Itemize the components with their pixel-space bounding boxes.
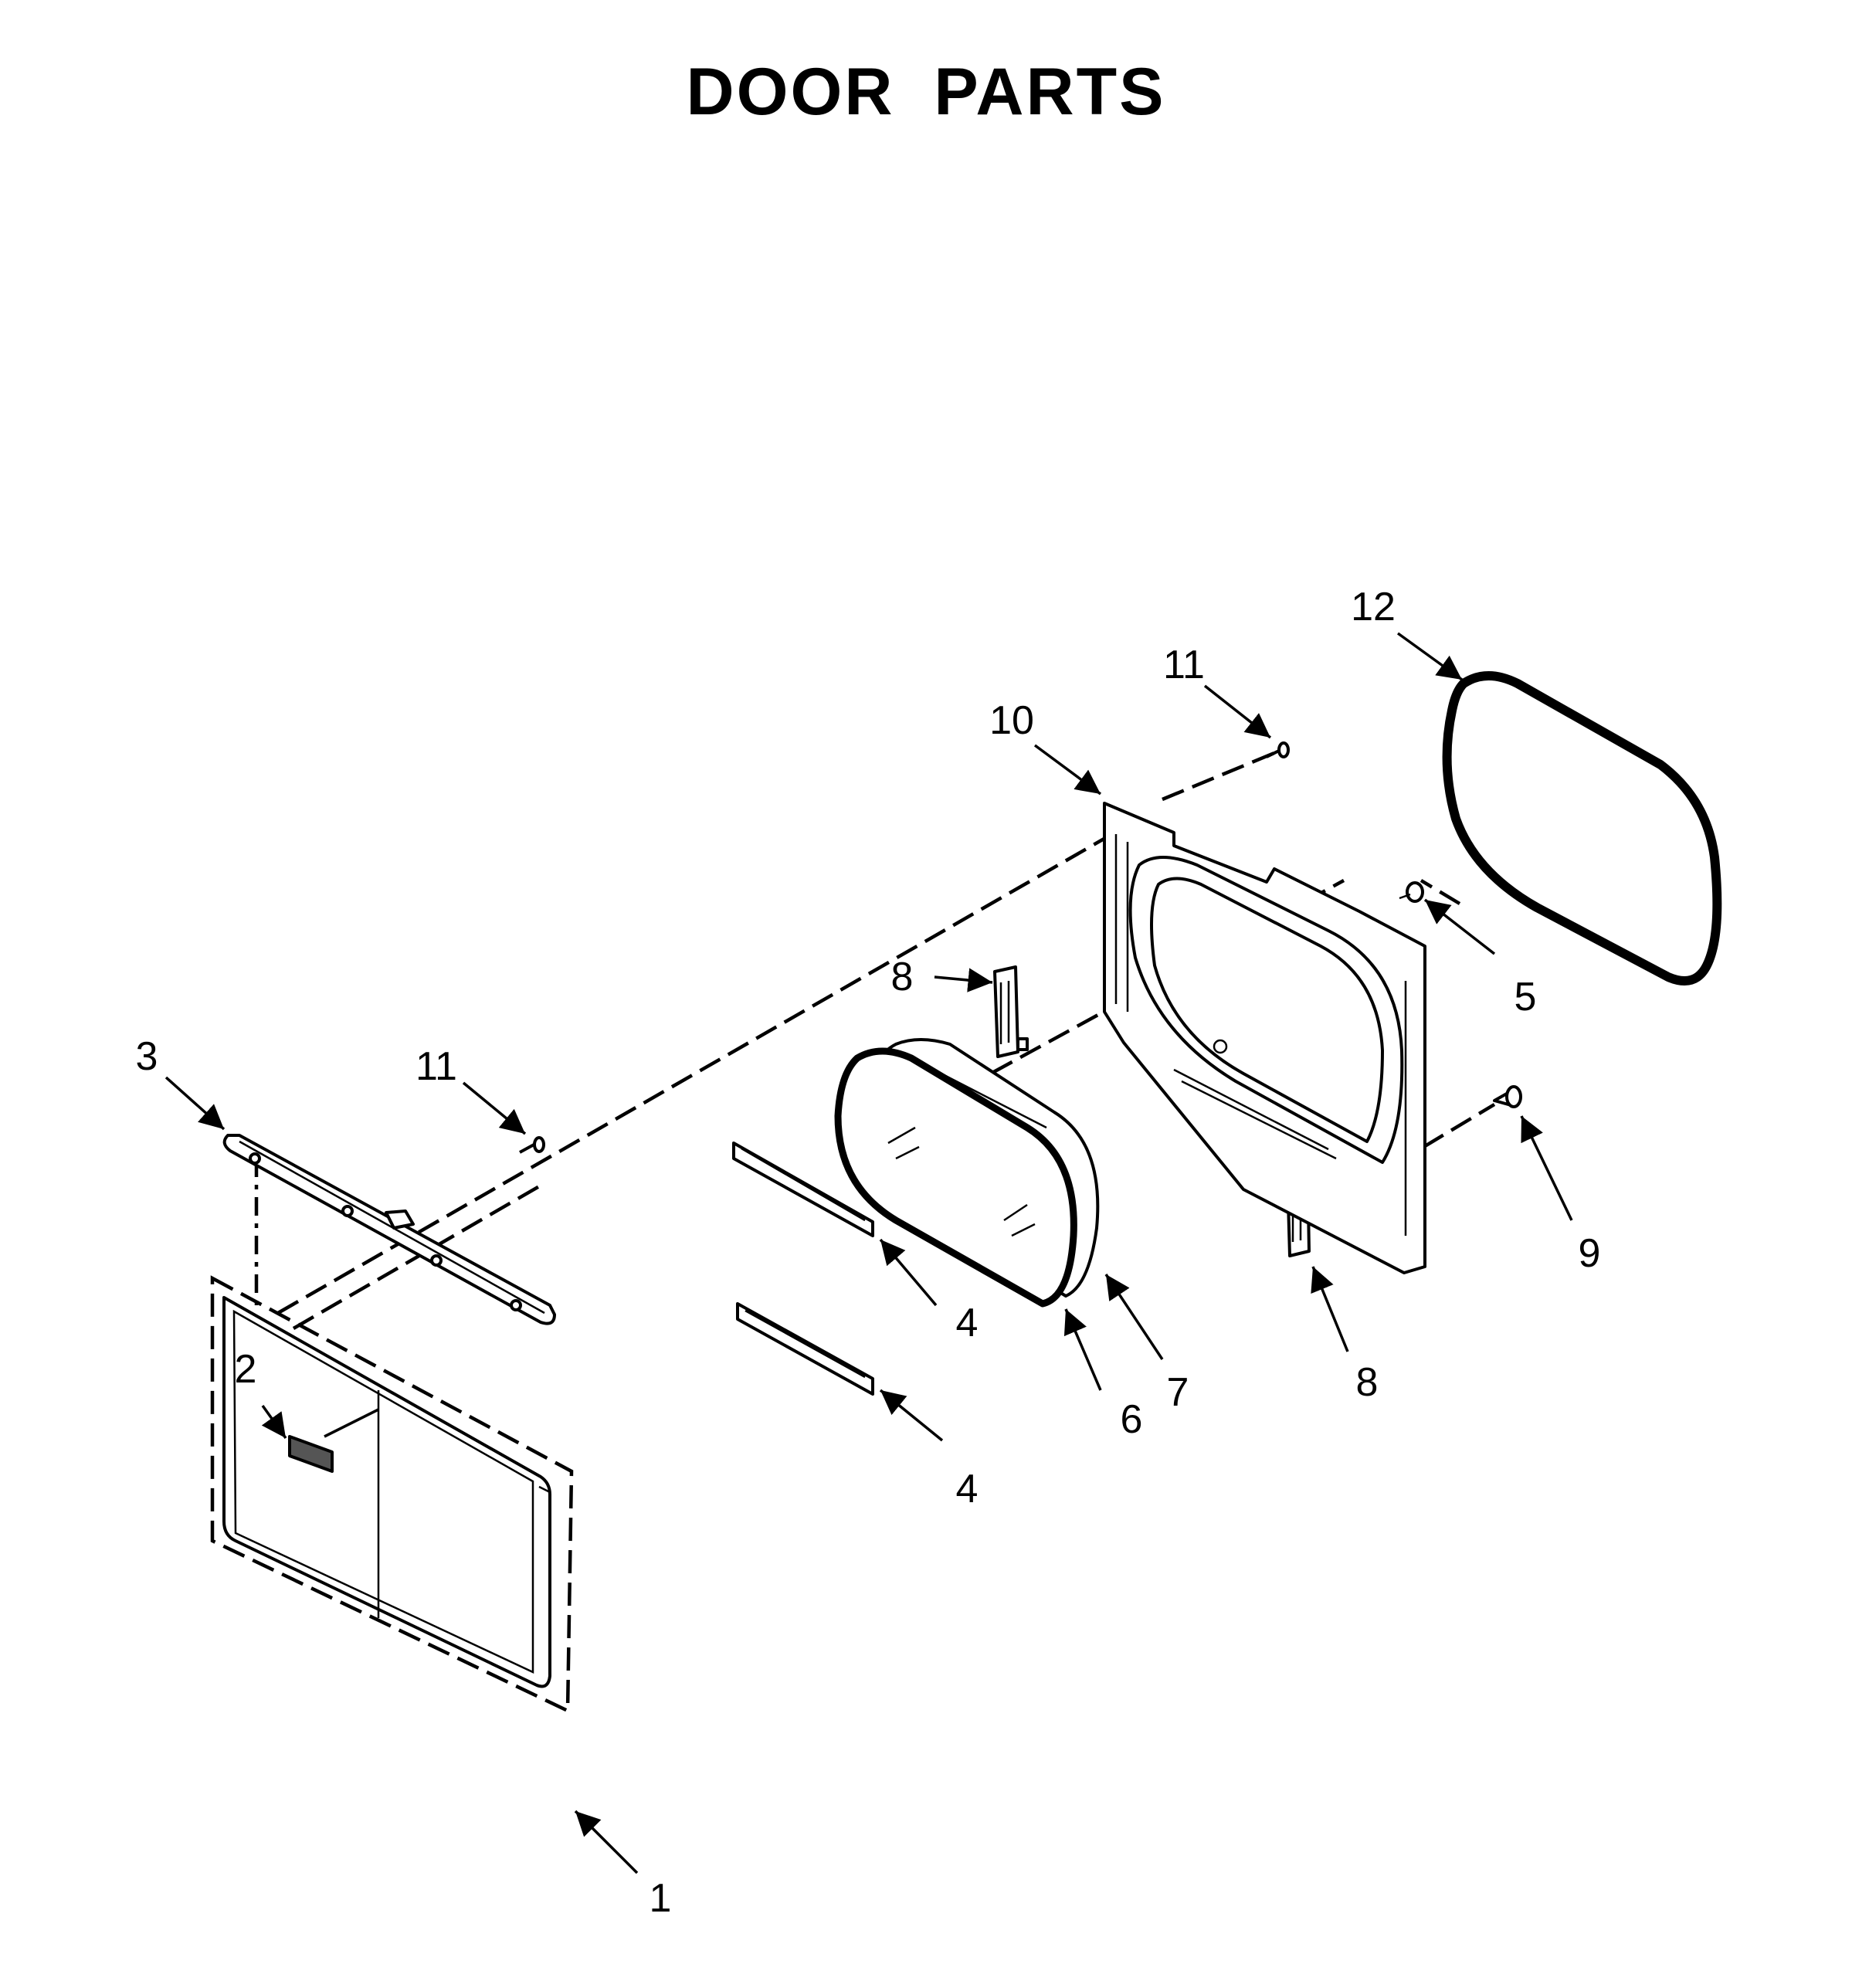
callout-4a: 4	[956, 1301, 979, 1345]
arrow-7	[1104, 1274, 1164, 1360]
callout-4b: 4	[956, 1467, 979, 1511]
badge	[288, 1408, 379, 1473]
callout-10: 10	[989, 698, 1034, 743]
callout-3: 3	[136, 1034, 158, 1079]
callout-1: 1	[650, 1876, 672, 1921]
arrow-5	[1423, 898, 1496, 955]
callout-arrows	[165, 632, 1573, 1874]
door-bumper	[1399, 881, 1424, 903]
callout-11b: 11	[416, 1044, 457, 1089]
callout-7: 7	[1167, 1370, 1189, 1415]
callout-8a: 8	[891, 955, 914, 999]
arrow-1	[574, 1810, 639, 1874]
screw-upper	[1266, 741, 1290, 758]
callout-9: 9	[1579, 1231, 1601, 1276]
screw-lower	[519, 1136, 545, 1154]
arrow-11a	[1203, 684, 1272, 739]
arrow-8b	[1311, 1266, 1349, 1352]
handle-bar	[222, 1134, 556, 1325]
arrow-12	[1396, 632, 1464, 681]
arrow-10	[1033, 744, 1102, 796]
trim-strip-lower	[736, 1302, 874, 1396]
arrow-4a	[879, 1238, 938, 1307]
arrow-3	[165, 1076, 226, 1131]
arrow-6	[1063, 1308, 1102, 1391]
outer-door-panel	[210, 1275, 574, 1714]
arrow-4b	[879, 1389, 944, 1442]
callout-12: 12	[1351, 585, 1396, 629]
inner-door-frame	[1103, 802, 1426, 1274]
callout-11a: 11	[1163, 643, 1205, 687]
door-catch	[1493, 1085, 1522, 1108]
arrow-9	[1520, 1115, 1573, 1221]
window-gasket	[834, 1047, 1077, 1308]
callout-8b: 8	[1356, 1360, 1379, 1405]
arrow-11b	[462, 1081, 527, 1135]
hinge-upper	[993, 965, 1029, 1058]
trim-strip-upper	[732, 1142, 874, 1237]
callout-labels: 1 2 3 4 4 5 6 7 8 8 9 10 11 11 12	[136, 585, 1601, 1921]
arrow-8a	[934, 968, 993, 992]
arrow-2	[261, 1404, 287, 1440]
callout-5: 5	[1515, 975, 1537, 1019]
page-title: DOOR PARTS	[686, 55, 1166, 129]
callout-6: 6	[1121, 1397, 1143, 1442]
callout-2: 2	[235, 1347, 257, 1392]
door-seal-ring	[1442, 671, 1722, 986]
